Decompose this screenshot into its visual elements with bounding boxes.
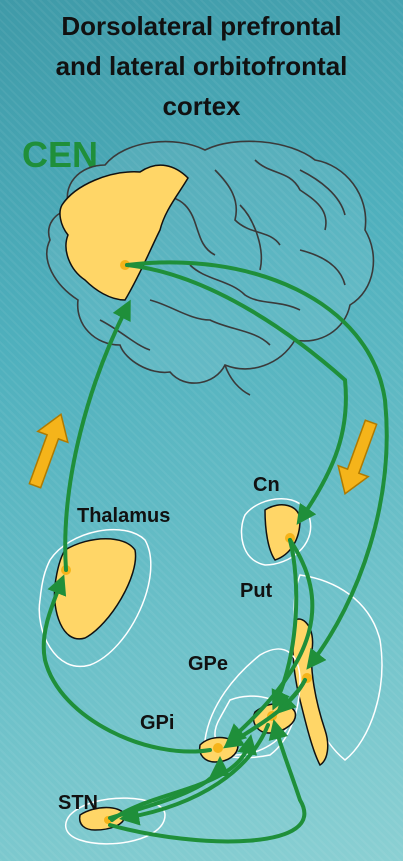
label-put: Put <box>240 580 272 603</box>
down-arrow-icon <box>330 417 386 499</box>
label-stn: STN <box>58 792 98 815</box>
label-gpi: GPi <box>140 712 174 735</box>
caudate-shape <box>265 505 300 560</box>
gpi-node <box>213 743 223 753</box>
up-arrow-icon <box>20 409 76 491</box>
label-thalamus: Thalamus <box>77 505 170 528</box>
label-cn: Cn <box>253 474 280 497</box>
label-gpe: GPe <box>188 653 228 676</box>
